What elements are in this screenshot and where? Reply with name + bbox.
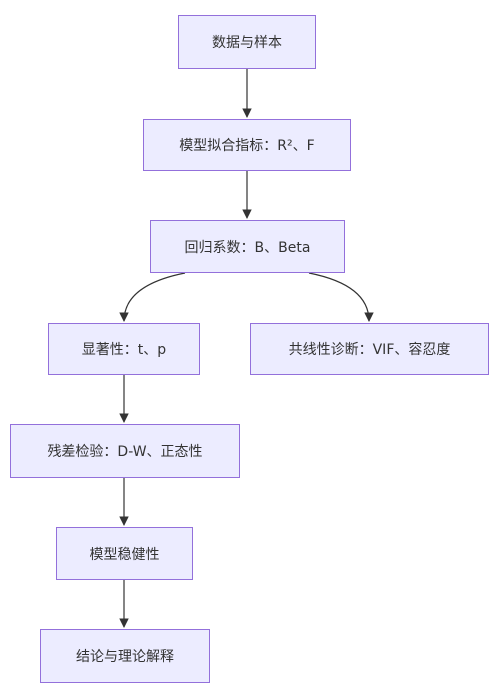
node-collinearity-label: 共线性诊断：VIF、容忍度: [288, 342, 451, 358]
node-significance: 显著性：t、p: [48, 323, 200, 375]
node-model-fit-label: 模型拟合指标：R²、F: [179, 138, 315, 154]
node-residual-test: 残差检验：D-W、正态性: [10, 424, 240, 478]
edge-regression-coef-to-significance: [119, 272, 186, 322]
node-conclusion: 结论与理论解释: [40, 629, 210, 683]
node-robustness-label: 模型稳健性: [89, 546, 160, 563]
node-data-sample-label: 数据与样本: [212, 35, 282, 51]
node-residual-test-label: 残差检验：D-W、正态性: [47, 444, 203, 460]
node-conclusion-label: 结论与理论解释: [76, 649, 174, 665]
node-regression-coef: 回归系数：B、Beta: [150, 220, 345, 273]
node-significance-label: 显著性：t、p: [81, 342, 167, 358]
node-robustness: 模型稳健性: [56, 527, 193, 580]
edge-regression-coef-to-collinearity: [308, 272, 374, 322]
node-model-fit: 模型拟合指标：R²、F: [143, 119, 351, 171]
node-regression-coef-label: 回归系数：B、Beta: [184, 239, 311, 256]
node-collinearity: 共线性诊断：VIF、容忍度: [250, 323, 489, 375]
node-data-sample: 数据与样本: [178, 15, 316, 69]
